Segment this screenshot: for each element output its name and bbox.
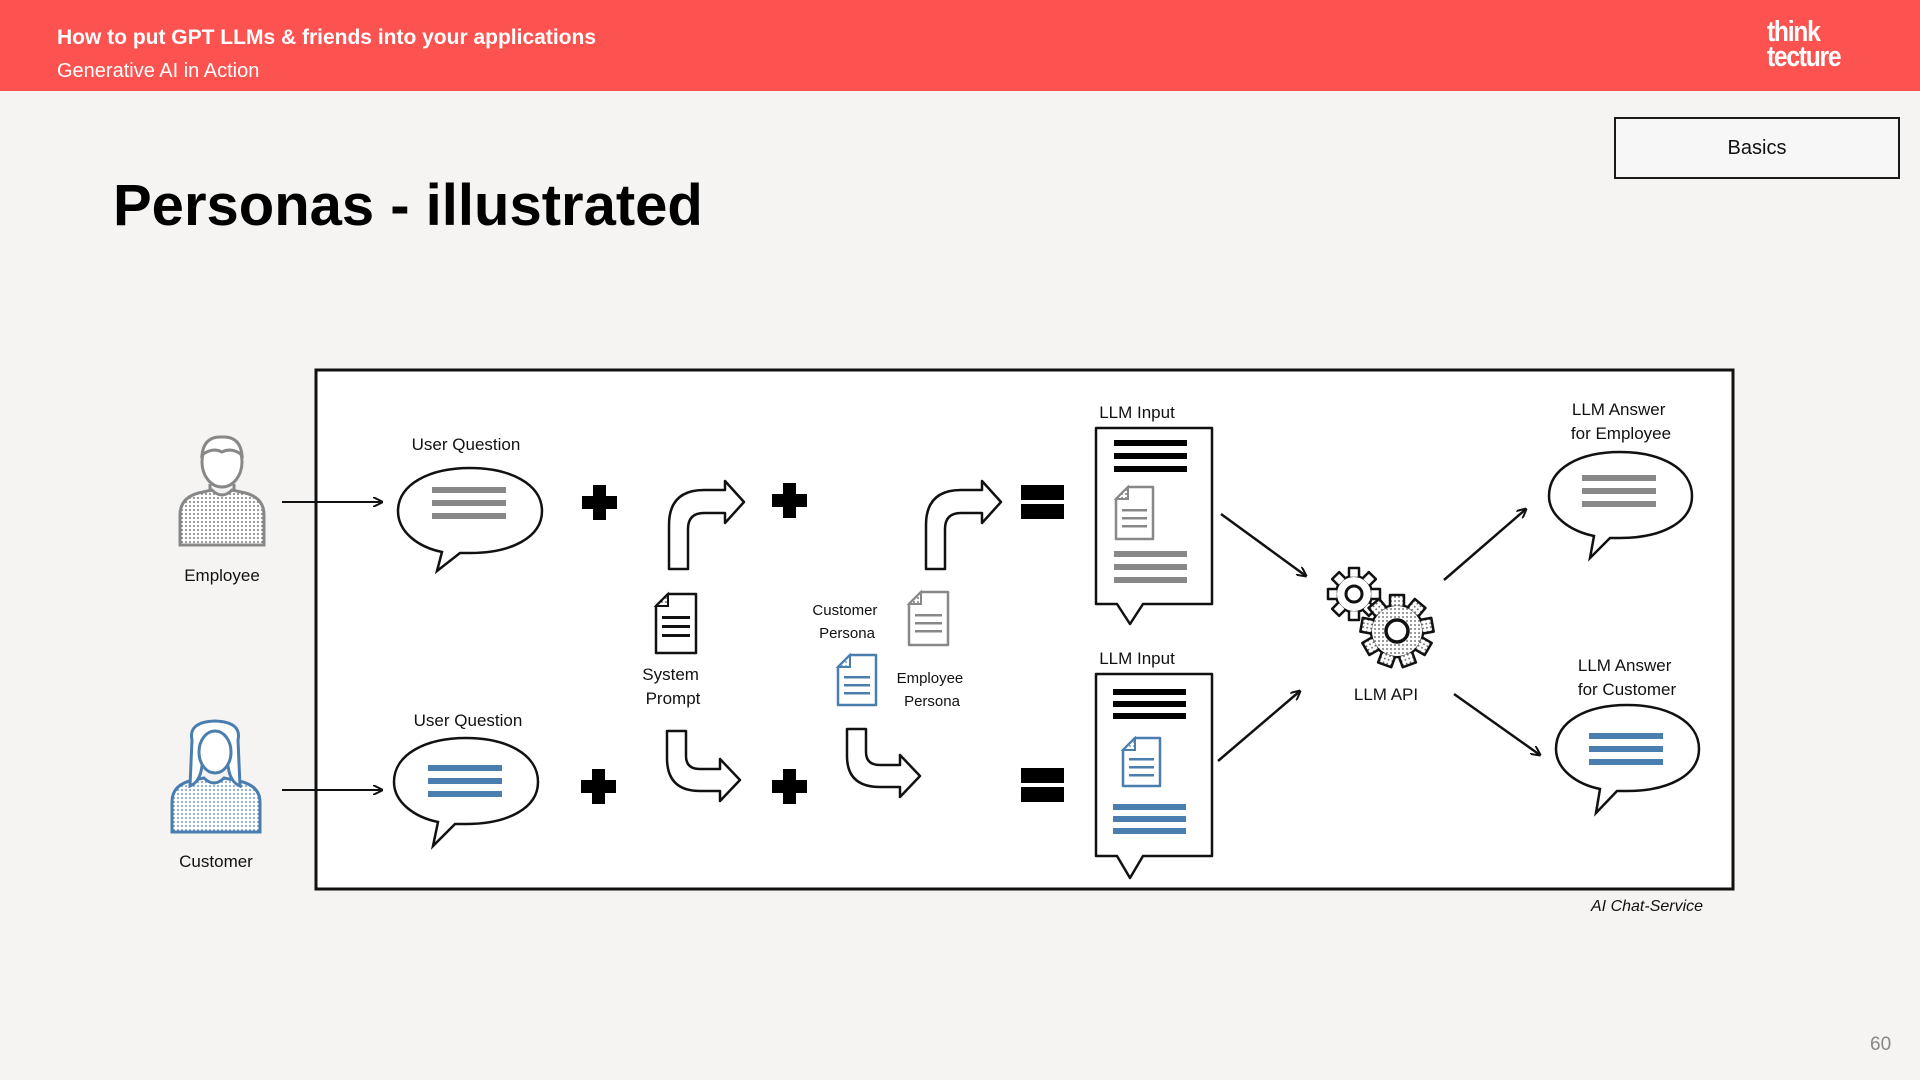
employee-icon (178, 435, 266, 547)
flow-arrow (1220, 512, 1306, 576)
logo-line-1: think (1767, 16, 1821, 48)
turn-up-right-arrow-icon (924, 479, 1003, 571)
container-caption: AI Chat-Service (1591, 898, 1704, 915)
llm-api-gears-icon (1326, 566, 1435, 669)
llm-input-customer-box (1094, 672, 1214, 880)
equals-icon (1021, 768, 1064, 802)
turn-up-right-arrow-icon (667, 479, 746, 571)
answer-customer-label: LLM Answer for Customer (1578, 656, 1677, 699)
answer-employee-bubble (1547, 450, 1694, 562)
turn-down-right-arrow-icon (845, 727, 922, 799)
answer-employee-label: LLM Answer for Employee (1571, 400, 1671, 443)
plus-icon (581, 769, 616, 804)
presentation-subtitle: Generative AI in Action (57, 60, 260, 82)
header-bar: How to put GPT LLMs & friends into your … (0, 0, 1920, 91)
llm-input-top-label: LLM Input (1099, 403, 1175, 422)
user-question-top-label: User Question (412, 435, 521, 454)
user-question-customer-bubble (392, 736, 540, 850)
customer-label: Customer (179, 852, 253, 871)
section-tag: Basics (1614, 117, 1900, 179)
customer-persona-document-icon (906, 589, 950, 647)
ai-chat-service-container (314, 368, 1735, 891)
user-question-employee-bubble (396, 466, 544, 575)
flow-arrow (1453, 692, 1540, 755)
user-question-bottom-label: User Question (414, 711, 523, 730)
page-title: Personas - illustrated (113, 173, 703, 238)
system-prompt-label: System Prompt (642, 665, 703, 708)
plus-icon (582, 485, 617, 520)
answer-customer-bubble (1554, 703, 1701, 817)
llm-input-bottom-label: LLM Input (1099, 649, 1175, 668)
turn-down-right-arrow-icon (665, 729, 742, 803)
system-prompt-document-icon (653, 591, 698, 655)
plus-icon (772, 483, 807, 518)
employee-persona-document-icon (835, 652, 878, 707)
flow-arrow (1217, 691, 1300, 762)
llm-api-label: LLM API (1354, 685, 1418, 704)
customer-persona-label: Customer Persona (812, 602, 881, 642)
llm-input-employee-box (1094, 426, 1214, 626)
presentation-title: How to put GPT LLMs & friends into your … (57, 26, 596, 49)
employee-persona-label: Employee Persona (897, 670, 968, 710)
thinktecture-logo: think tecture (1767, 16, 1842, 73)
page-number: 60 (1870, 1034, 1892, 1055)
employee-label: Employee (184, 566, 260, 585)
plus-icon (772, 769, 807, 804)
logo-line-2: tecture (1767, 41, 1842, 73)
equals-icon (1021, 485, 1064, 519)
flow-arrow (1443, 509, 1526, 581)
customer-icon (170, 719, 262, 834)
